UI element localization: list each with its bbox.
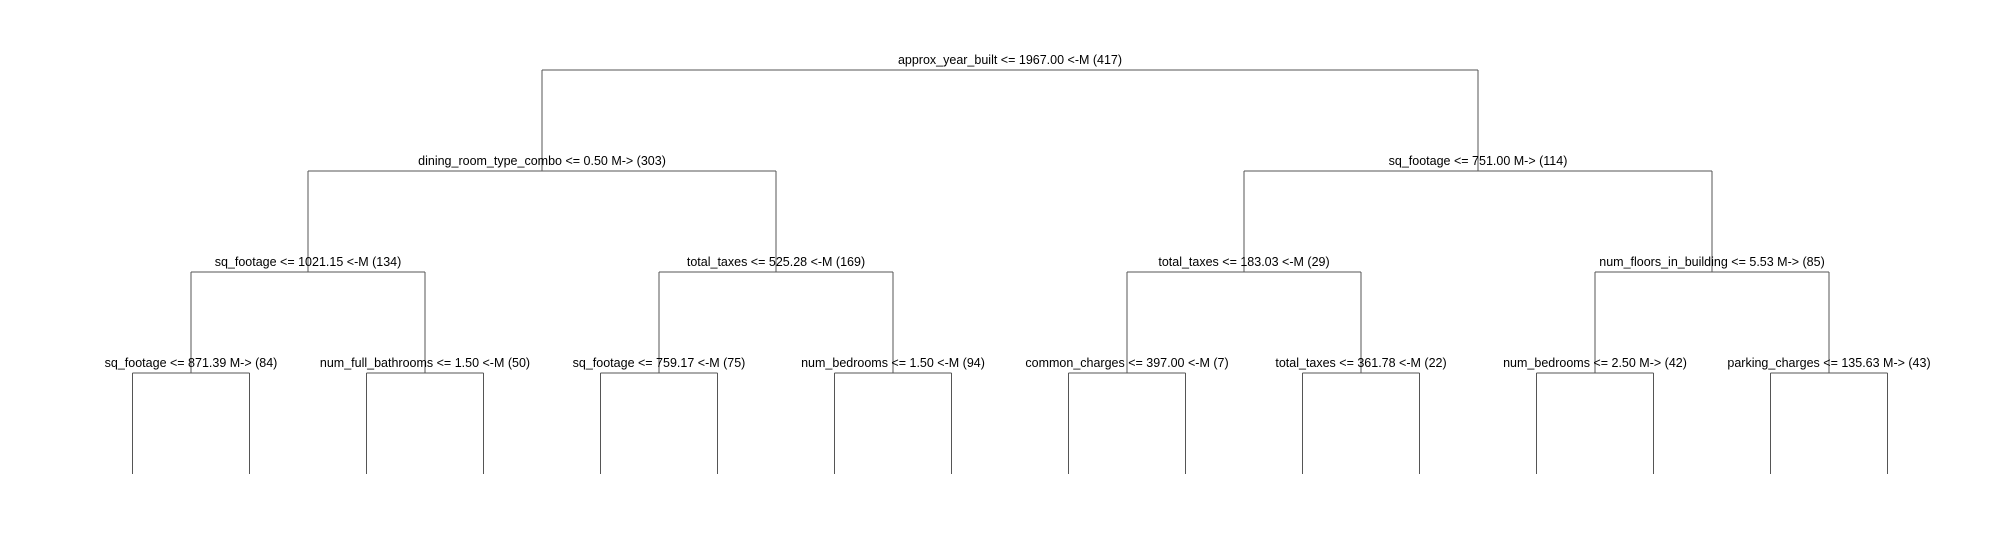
node-label-rll: common_charges <= 397.00 <-M (7) xyxy=(1025,356,1229,370)
node-label-rr: num_floors_in_building <= 5.53 M-> (85) xyxy=(1599,255,1825,269)
node-label-ll: sq_footage <= 1021.15 <-M (134) xyxy=(214,255,402,269)
node-label-l: dining_room_type_combo <= 0.50 M-> (303) xyxy=(418,154,666,168)
node-label-lrl: sq_footage <= 759.17 <-M (75) xyxy=(572,356,746,370)
node-label-rrl: num_bedrooms <= 2.50 M-> (42) xyxy=(1503,356,1687,370)
node-label-root: approx_year_built <= 1967.00 <-M (417) xyxy=(897,53,1123,67)
node-label-rl: total_taxes <= 183.03 <-M (29) xyxy=(1158,255,1330,269)
node-label-r: sq_footage <= 751.00 M-> (114) xyxy=(1388,154,1568,168)
node-label-lrr: num_bedrooms <= 1.50 <-M (94) xyxy=(801,356,985,370)
node-label-rrr: parking_charges <= 135.63 M-> (43) xyxy=(1727,356,1931,370)
node-label-rlr: total_taxes <= 361.78 <-M (22) xyxy=(1275,356,1447,370)
node-label-lr: total_taxes <= 525.28 <-M (169) xyxy=(686,255,866,269)
node-label-llr: num_full_bathrooms <= 1.50 <-M (50) xyxy=(319,356,531,370)
node-label-lll: sq_footage <= 871.39 M-> (84) xyxy=(104,356,278,370)
